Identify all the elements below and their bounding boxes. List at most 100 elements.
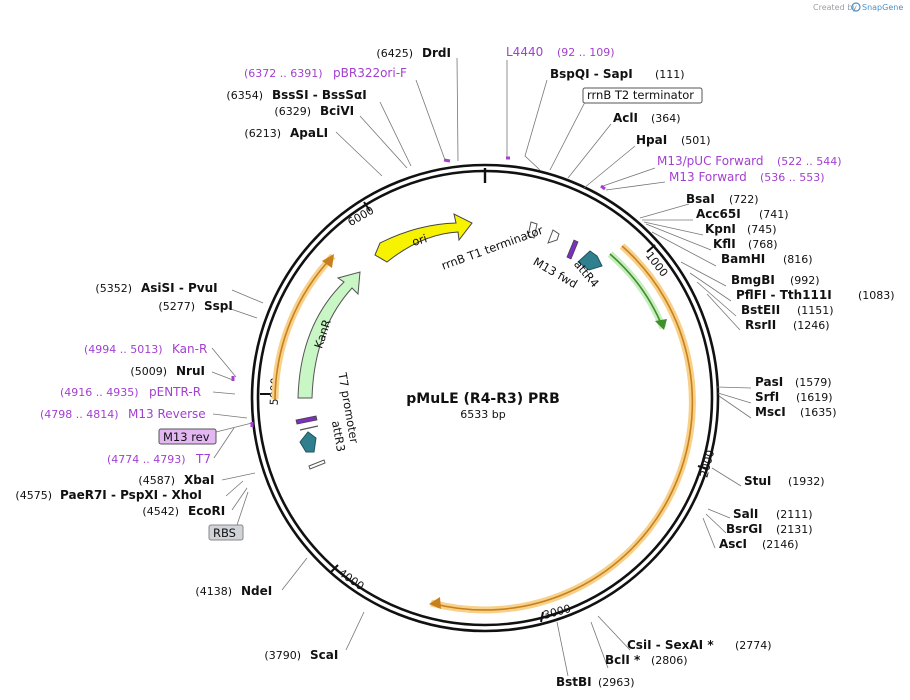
- rrnb-t2-terminator-label: rrnB T2 terminator: [587, 88, 694, 102]
- orange-arc-right: [430, 245, 694, 611]
- kfli-label[interactable]: KflI: [713, 237, 736, 251]
- l4440-range: (92 .. 109): [557, 46, 615, 59]
- asisi-position: (5352): [95, 282, 132, 295]
- green-arc-head: [655, 319, 667, 330]
- acli-position: (364): [651, 112, 681, 125]
- sspi-label[interactable]: SspI: [204, 299, 233, 313]
- created-by-text: Created by: [813, 3, 857, 12]
- rsrii-label[interactable]: RsrII: [745, 318, 776, 332]
- l4440-label[interactable]: L4440: [506, 45, 543, 59]
- ori-feature[interactable]: [374, 213, 473, 263]
- xbai-position: (4587): [138, 474, 175, 487]
- m13-reverse-range: (4798 .. 4814): [40, 408, 119, 421]
- tick-6000: [363, 201, 371, 212]
- tick-4000: [330, 564, 339, 573]
- apali-label[interactable]: ApaLI: [290, 126, 328, 140]
- plasmid-name: pMuLE (R4-R3) PRB: [406, 391, 560, 407]
- attr4-feature[interactable]: [577, 250, 603, 271]
- stui-label[interactable]: StuI: [744, 474, 771, 488]
- m13-forward-primer-bar: [600, 184, 606, 191]
- bcli-label[interactable]: BclI *: [605, 653, 641, 667]
- backbone-outer: [250, 163, 720, 633]
- bcivi-position: (6329): [274, 105, 311, 118]
- m13-fwd-label: M13 fwd: [531, 255, 580, 292]
- bsssi-position: (6354): [226, 89, 263, 102]
- sali-label[interactable]: SalI: [733, 507, 758, 521]
- tth111i-position: (1083): [858, 289, 895, 302]
- orange-arc-left-head: [322, 254, 334, 268]
- rbs-box[interactable]: [208, 524, 244, 541]
- bsteii-position: (1151): [797, 304, 834, 317]
- sali-position: (2111): [776, 508, 813, 521]
- plasmid-length: 6533 bp: [460, 408, 505, 421]
- hpai-position: (501): [681, 134, 711, 147]
- bsai-position: (722): [729, 193, 759, 206]
- t7-label[interactable]: T7: [195, 452, 211, 466]
- msci-label[interactable]: MscI: [755, 405, 786, 419]
- acli-label[interactable]: AclI: [613, 111, 638, 125]
- tth111i-label[interactable]: PflFI - Tth111I: [736, 288, 832, 302]
- kanr-feature[interactable]: [297, 271, 361, 399]
- bsai-label[interactable]: BsaI: [686, 192, 715, 206]
- rrnb-t1-terminator-feature[interactable]: [527, 221, 538, 239]
- rrnb-t2-terminator-box[interactable]: [582, 87, 703, 104]
- left-leader-lines: [199, 57, 569, 677]
- rbs-feature[interactable]: [308, 459, 326, 470]
- orange-arc-right-head: [429, 597, 441, 609]
- attr3-feature[interactable]: [299, 431, 317, 453]
- hpai-label[interactable]: HpaI: [636, 133, 667, 147]
- scai-label[interactable]: ScaI: [310, 648, 338, 662]
- sexai-label[interactable]: CsiI - SexAI *: [627, 638, 714, 652]
- kan-r-range: (4994 .. 5013): [84, 343, 163, 356]
- drdi-position: (6425): [376, 47, 413, 60]
- pbr322ori-f-primer-bar: [443, 158, 451, 163]
- pentr-r-label[interactable]: pENTR-R: [149, 385, 201, 399]
- kpni-position: (745): [747, 223, 777, 236]
- tick-2000: [697, 465, 709, 470]
- bsrgi-position: (2131): [776, 523, 813, 536]
- kpni-label[interactable]: KpnI: [705, 222, 736, 236]
- asisi-label[interactable]: AsiSI - PvuI: [141, 281, 218, 295]
- bcivi-label[interactable]: BciVI: [320, 104, 354, 118]
- t7-range: (4774 .. 4793): [107, 453, 186, 466]
- kan-r-label[interactable]: Kan-R: [172, 342, 207, 356]
- asci-position: (2146): [762, 538, 799, 551]
- acc65i-label[interactable]: Acc65I: [696, 207, 741, 221]
- xhoi-label[interactable]: PaeR7I - PspXI - XhoI: [60, 488, 202, 502]
- drdi-label[interactable]: DrdI: [422, 46, 451, 60]
- orange-arc-left: [274, 255, 334, 400]
- ecori-label[interactable]: EcoRI: [188, 504, 225, 518]
- nrui-position: (5009): [130, 365, 167, 378]
- ndei-label[interactable]: NdeI: [241, 584, 272, 598]
- asci-label[interactable]: AscI: [719, 537, 747, 551]
- srfi-label[interactable]: SrfI: [755, 390, 779, 404]
- m13-puc-forward-label[interactable]: M13/pUC Forward: [657, 154, 764, 168]
- scai-position: (3790): [264, 649, 301, 662]
- bsssi-label[interactable]: BssSI - BssSαI: [272, 88, 367, 102]
- pbr322ori-f-label[interactable]: pBR322ori-F: [333, 66, 407, 80]
- bsteii-label[interactable]: BstEII: [741, 303, 780, 317]
- t7-promoter-feature: [299, 425, 319, 431]
- bmgbi-position: (992): [790, 274, 820, 287]
- tick-3000: [540, 611, 544, 623]
- pasi-position: (1579): [795, 376, 832, 389]
- t7-primer-bar: [295, 415, 318, 425]
- m13-forward-label[interactable]: M13 Forward: [669, 170, 747, 184]
- pasi-label[interactable]: PasI: [755, 375, 783, 389]
- apali-position: (6213): [244, 127, 281, 140]
- bamhi-label[interactable]: BamHI: [721, 252, 765, 266]
- xbai-label[interactable]: XbaI: [184, 473, 214, 487]
- m13-fwd-feature[interactable]: [547, 229, 560, 244]
- bspqi-label[interactable]: BspQI - SapI: [550, 67, 633, 81]
- msci-position: (1635): [800, 406, 837, 419]
- bstbi-label[interactable]: BstBI: [556, 675, 592, 689]
- bmgbi-label[interactable]: BmgBI: [731, 273, 775, 287]
- nrui-label[interactable]: NruI: [176, 364, 205, 378]
- kfli-position: (768): [748, 238, 778, 251]
- m13-reverse-label[interactable]: M13 Reverse: [128, 407, 206, 421]
- tick-1000: [646, 244, 656, 253]
- ecori-position: (4542): [142, 505, 179, 518]
- bsrgi-label[interactable]: BsrGI: [726, 522, 763, 536]
- m13-rev-box[interactable]: [158, 428, 217, 445]
